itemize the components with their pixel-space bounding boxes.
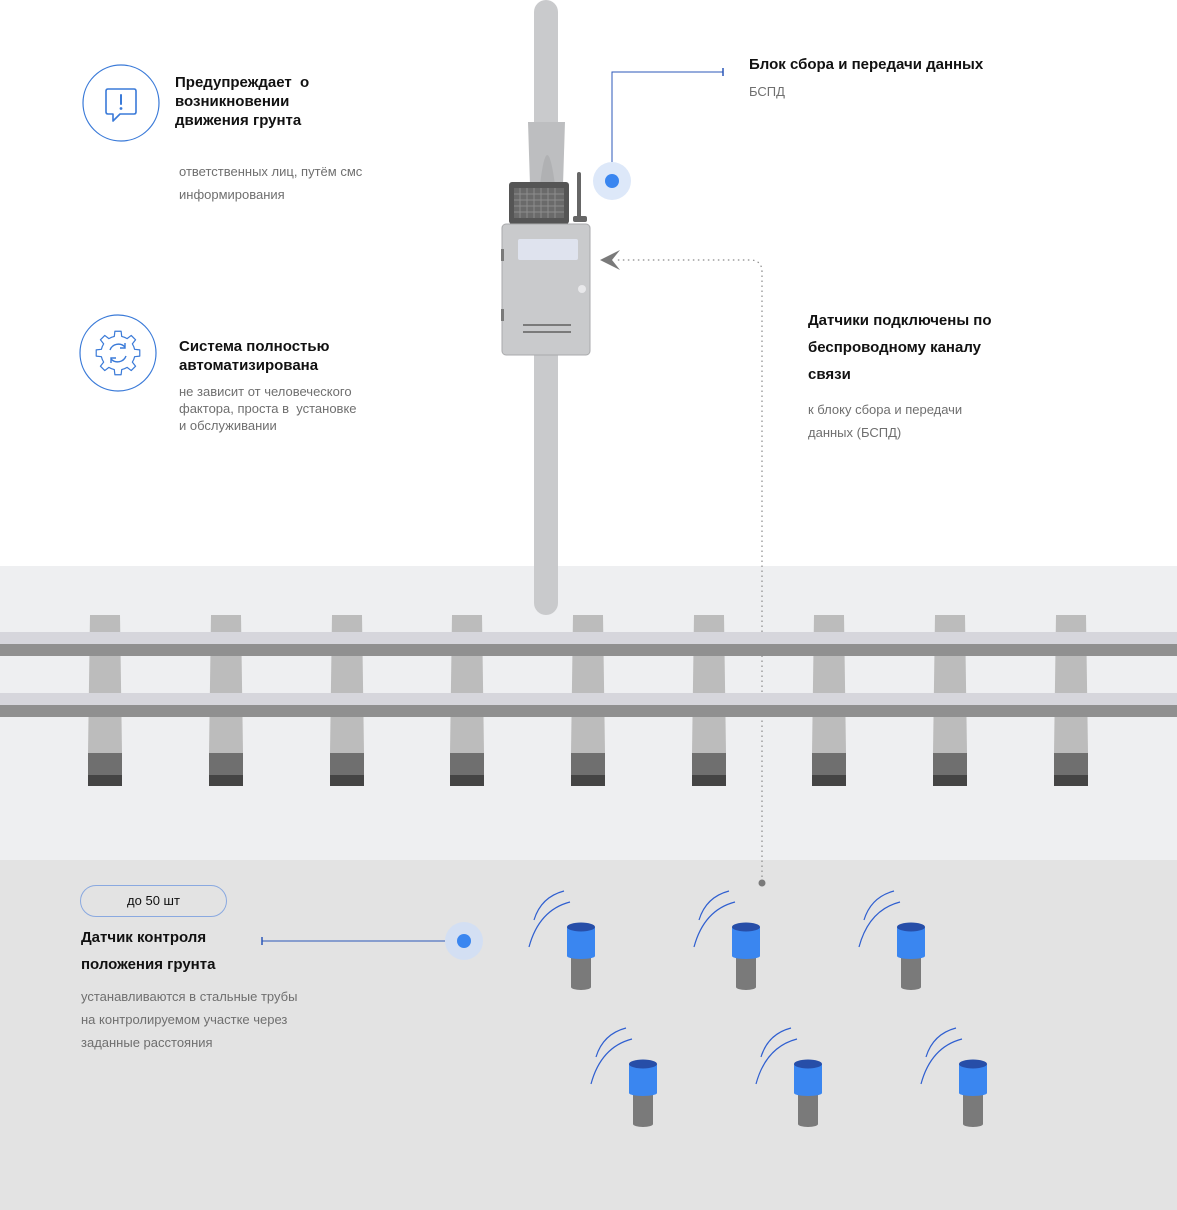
automation-desc-line-3: и обслуживании [179,418,277,433]
sensor-desc-line-1: устанавливаются в стальные трубы [81,989,298,1004]
automation-title-line-2: автоматизирована [179,357,319,374]
sensor-group [528,890,987,1127]
sensor-callout [261,922,483,960]
automation-description: не зависит от человеческого фактора, про… [179,383,419,434]
ground-sensor [528,890,595,990]
wireless-title: Датчики подключены по беспроводному кана… [808,307,1068,388]
solar-panel [509,182,569,224]
ground-sensor [590,1027,657,1127]
warning-title: Предупреждает о возникновении движения г… [175,73,405,130]
sensor-title: Датчик контроля положения грунта [81,924,341,978]
wireless-title-line-1: Датчики подключены по [808,312,992,329]
wireless-desc-line-1: к блоку сбора и передачи [808,402,963,417]
warning-desc-line-2: информирования [179,187,285,202]
wireless-link [600,250,766,887]
warning-desc-line-1: ответственных лиц, путём смс [179,164,363,179]
ground-band [0,860,1177,1210]
wireless-desc-line-2: данных (БСПД) [808,425,902,440]
data-unit-cabinet [501,223,591,356]
gear-refresh-icon [79,314,157,392]
railway-track [0,615,1177,786]
automation-title-line-1: Система полностью [179,338,330,355]
warning-title-line-2: возникновении [175,93,290,110]
ground-sensor [693,890,760,990]
alert-message-icon [82,64,160,142]
sensor-title-line-2: положения грунта [81,956,216,973]
automation-title: Система полностью автоматизирована [179,337,409,375]
automation-desc-line-2: фактора, проста в установке [179,401,357,416]
ground-sensor [858,890,925,990]
bspd-title: Блок сбора и передачи данных [749,56,984,73]
warning-title-line-3: движения грунта [175,112,302,129]
antenna [573,172,587,222]
warning-description: ответственных лиц, путём смс информирова… [179,160,419,206]
sensor-desc-line-2: на контролируемом участке через [81,1012,288,1027]
quantity-badge: до 50 шт [80,885,227,917]
sensor-title-line-1: Датчик контроля [81,929,207,946]
sensor-desc-line-3: заданные расстояния [81,1035,213,1050]
ground-sensor [920,1027,987,1127]
wireless-description: к блоку сбора и передачи данных (БСПД) [808,398,1068,444]
sensor-description: устанавливаются в стальные трубы на конт… [81,985,381,1054]
bspd-subtitle: БСПД [749,84,785,99]
wireless-title-line-2: беспроводному каналу [808,339,982,356]
bspd-callout [593,68,724,200]
warning-title-line-1: Предупреждает о [175,74,310,91]
automation-desc-line-1: не зависит от человеческого [179,384,352,399]
wireless-title-line-3: связи [808,366,851,383]
ground-sensor [755,1027,822,1127]
